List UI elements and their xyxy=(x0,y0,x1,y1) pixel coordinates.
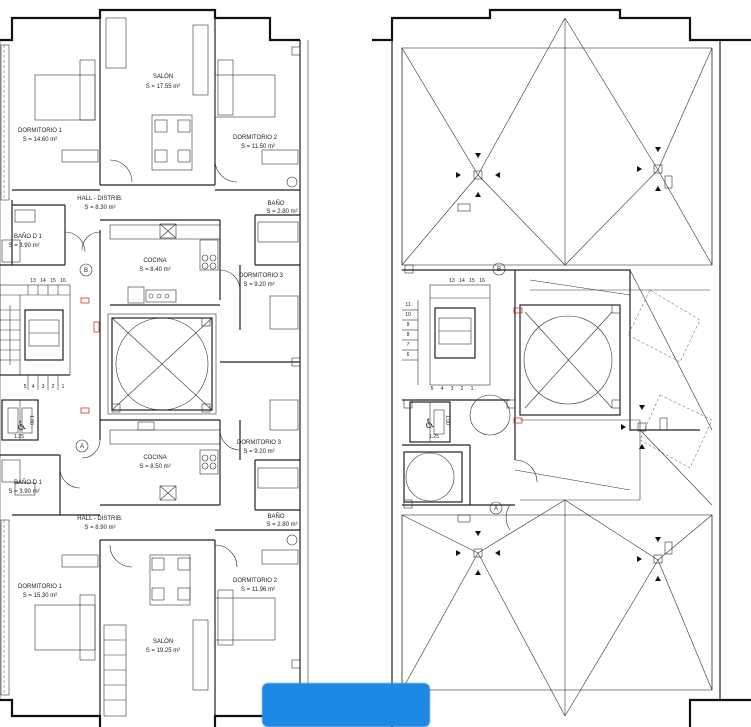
bano-top-name: BAÑO xyxy=(267,200,284,207)
stair-right-step: 2 xyxy=(461,386,464,392)
dorm2-top-name: DORMITORIO 2 xyxy=(233,135,278,141)
hall-bot-name: HALL - DISTRIB. xyxy=(77,516,123,522)
lift-right-capacity: 1.25 xyxy=(429,434,439,440)
hall-bot-area: S = 8.90 m² xyxy=(84,525,115,531)
stair-right-step: 14 xyxy=(459,278,465,284)
stair-right-step: 4 xyxy=(441,386,444,392)
dorm3-bot-area: S = 9.20 m² xyxy=(243,449,274,455)
stair-right-step: 7 xyxy=(407,342,410,348)
banod1-bot-name: BAÑO D 1 xyxy=(14,479,43,486)
stair-right-step: 15 xyxy=(469,278,475,284)
cocina-top-area: S = 8.40 m² xyxy=(139,267,170,273)
dorm1-top-area: S = 14.60 m² xyxy=(23,137,58,143)
dorm3-top-name: DORMITORIO 3 xyxy=(239,273,284,279)
wheelchair-icon-right: ♿ xyxy=(424,417,436,432)
axis-markers: B A B A xyxy=(75,262,506,515)
left-floor-plan xyxy=(0,8,309,727)
redaction-box xyxy=(262,683,430,727)
bano-bot-name: BAÑO xyxy=(267,513,284,520)
hall-top-area: S = 8.30 m² xyxy=(84,205,115,211)
dorm2-bot-name: DORMITORIO 2 xyxy=(233,578,278,584)
stair-right-step: 3 xyxy=(451,386,454,392)
marker-a-left xyxy=(75,439,89,453)
bano-bot-area: S = 2.80 m² xyxy=(266,522,297,528)
stair-left-step: 13 xyxy=(30,278,36,284)
marker-b-left xyxy=(79,263,93,277)
stair-right-step: 9 xyxy=(407,322,410,328)
marker-b-right-label: B xyxy=(497,267,501,273)
stair-right-step: 8 xyxy=(407,332,410,338)
marker-a-left-label: A xyxy=(80,444,84,450)
stair-left-step: 16 xyxy=(60,278,66,284)
stair-left-step: 3 xyxy=(42,384,45,390)
cocina-bot-name: COCINA xyxy=(143,455,166,461)
dorm3-top-area: S = 9.20 m² xyxy=(243,282,274,288)
stair-left-step: 4 xyxy=(32,384,35,390)
cocina-top-name: COCINA xyxy=(143,258,166,264)
dorm1-bot-name: DORMITORIO 1 xyxy=(18,584,63,590)
lift-left-dim: 1.00 xyxy=(28,415,34,425)
salon-bot-area: S = 19.25 m² xyxy=(146,648,181,654)
stair-left-step: 2 xyxy=(52,384,55,390)
salon-top-area: S = 17.55 m² xyxy=(146,84,181,90)
marker-a-right xyxy=(489,501,503,515)
stair-numbers: 13 14 15 16 5 4 3 2 1 11 10 9 8 7 6 13 1… xyxy=(24,278,485,392)
stair-right-step: 11 xyxy=(405,302,410,308)
wheelchair-icon-left: ♿ xyxy=(16,419,28,434)
bano-top-area: S = 2.80 m² xyxy=(266,209,297,215)
banod1-top-name: BAÑO D 1 xyxy=(14,233,43,240)
banod1-bot-area: S = 3.90 m² xyxy=(8,489,39,495)
dorm1-bot-area: S = 15.30 m² xyxy=(23,593,58,599)
marker-a-right-label: A xyxy=(494,506,498,512)
right-roof-plan xyxy=(372,8,751,727)
marker-b-left-label: B xyxy=(84,268,88,274)
lift-labels: 1.25 1.25 1.00 1.00 ♿ ♿ xyxy=(14,415,450,440)
dorm3-bot-name: DORMITORIO 3 xyxy=(237,440,282,446)
stair-left-step: 15 xyxy=(50,278,56,284)
banod1-top-area: S = 3.90 m² xyxy=(8,243,39,249)
stair-right-step: 10 xyxy=(405,312,411,318)
stair-left-step: 1 xyxy=(62,384,65,390)
hall-top-name: HALL - DISTRIB. xyxy=(77,196,123,202)
dorm1-top-name: DORMITORIO 1 xyxy=(18,128,63,134)
stair-right-step: 5 xyxy=(431,386,434,392)
dorm2-bot-area: S = 11.96 m² xyxy=(241,587,275,593)
stair-right-step: 13 xyxy=(449,278,455,284)
salon-bot-name: SALÓN xyxy=(153,638,173,645)
stair-right-step: 1 xyxy=(471,386,474,392)
stair-right-step: 16 xyxy=(479,278,485,284)
lift-right-dim: 1.00 xyxy=(444,415,450,425)
cocina-bot-area: S = 8.50 m² xyxy=(139,464,170,470)
marker-b-right xyxy=(492,262,506,276)
room-labels: SALÓN S = 17.55 m² DORMITORIO 1 S = 14.6… xyxy=(8,73,297,654)
lift-left-capacity: 1.25 xyxy=(14,434,24,440)
stair-right-step: 6 xyxy=(407,352,410,358)
stair-left-step: 5 xyxy=(24,384,27,390)
stair-left-step: 14 xyxy=(40,278,46,284)
salon-top-name: SALÓN xyxy=(153,73,173,80)
dorm2-top-area: S = 11.50 m² xyxy=(241,144,275,150)
